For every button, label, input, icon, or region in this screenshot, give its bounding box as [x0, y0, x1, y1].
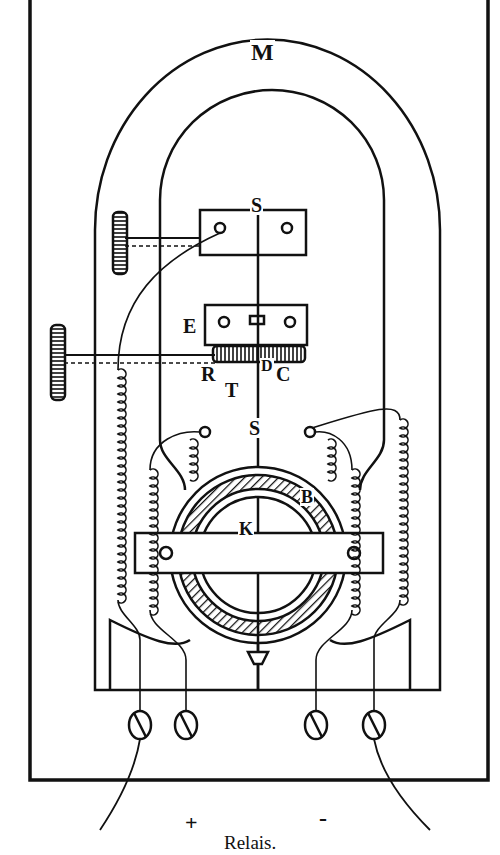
part-letter: E [182, 316, 197, 336]
wire [118, 233, 220, 370]
wire [352, 469, 360, 615]
wire [150, 469, 158, 615]
wire [400, 419, 408, 605]
coil-terminal [305, 427, 315, 437]
wire [150, 432, 200, 470]
part-letter: S [248, 418, 261, 438]
wire [328, 439, 336, 481]
contact-block [205, 305, 307, 345]
coil-terminal [200, 427, 210, 437]
part-letter: K [238, 520, 254, 538]
part-letter: S [250, 195, 263, 215]
wire [316, 610, 352, 711]
screw [282, 223, 292, 233]
wire [374, 600, 400, 711]
lead-wire [374, 739, 430, 830]
wire [312, 409, 400, 428]
horseshoe-magnet [95, 40, 440, 690]
pole-piece [160, 440, 185, 490]
tongue-pivot [248, 652, 268, 664]
wire [150, 610, 186, 711]
contact-block [200, 210, 306, 255]
adjusting-screw [51, 325, 65, 400]
magnet-inner-edge [160, 90, 384, 440]
armature-tongue [257, 215, 260, 690]
screw [285, 317, 295, 327]
part-letter: D [260, 358, 274, 374]
wire [190, 439, 198, 481]
adjusting-screw [113, 212, 127, 274]
part-letter: + [184, 812, 199, 834]
base-board [30, 0, 488, 780]
clamp-bar [135, 533, 383, 573]
lead-wire [100, 739, 140, 830]
part-letter: C [275, 364, 291, 384]
part-letter: T [224, 380, 239, 400]
binding-screws [129, 711, 385, 739]
part-letter: - [318, 806, 328, 830]
screw [219, 317, 229, 327]
part-letter: R [200, 364, 216, 384]
part-letter: B [300, 488, 314, 506]
wire [118, 600, 140, 711]
screw [215, 223, 225, 233]
wire [118, 369, 126, 603]
spiral-wires [118, 233, 408, 711]
caption: Relais. [224, 833, 276, 852]
pole-piece [360, 440, 384, 490]
part-letter: M [250, 40, 275, 64]
